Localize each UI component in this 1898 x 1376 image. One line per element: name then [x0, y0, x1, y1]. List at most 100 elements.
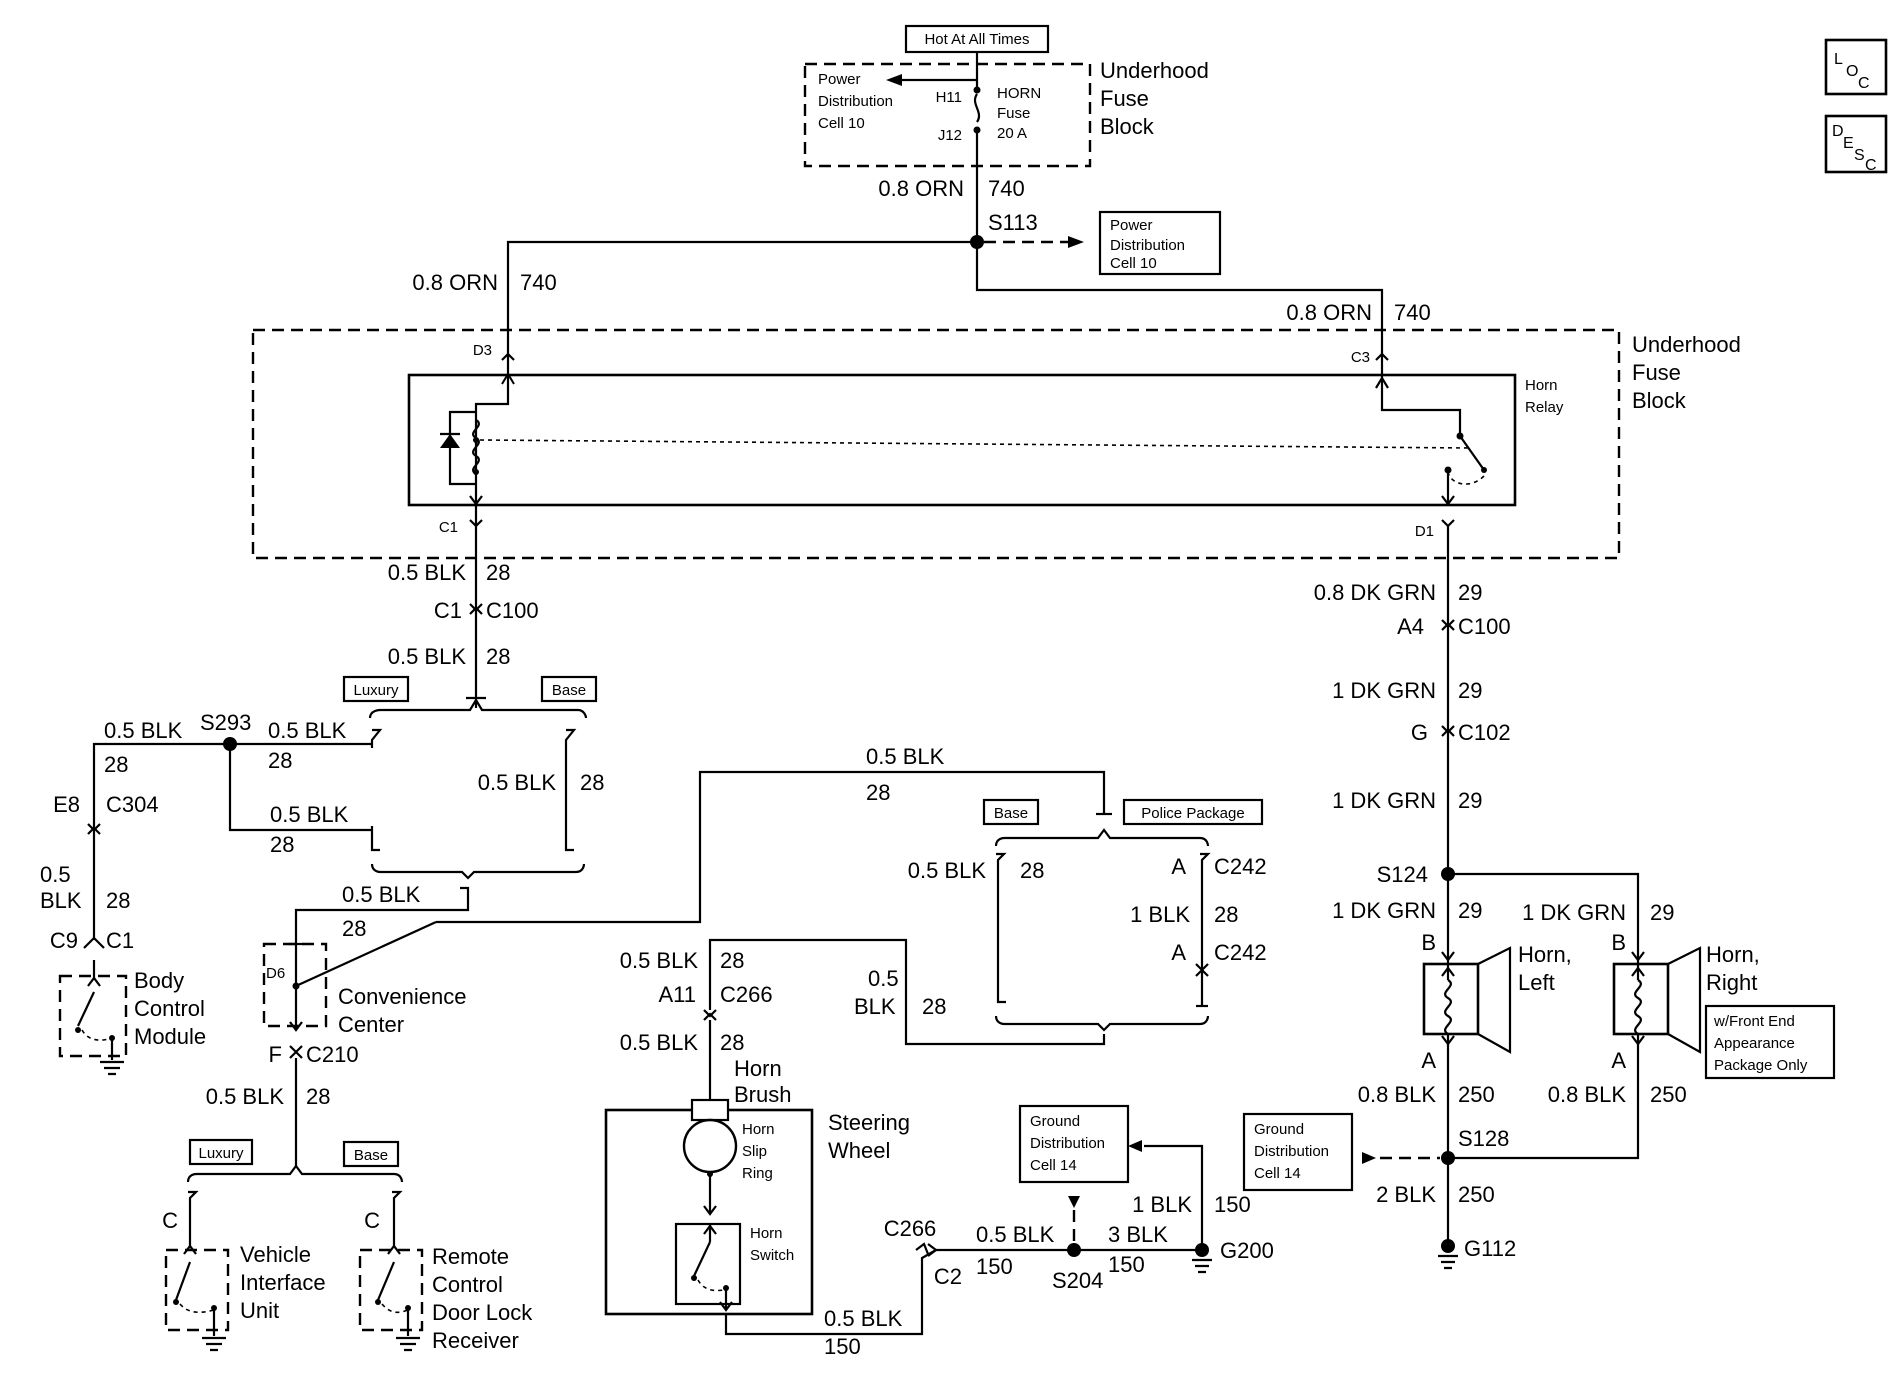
svg-text:C: C [1865, 157, 1877, 174]
wire-label-orn: 0.8 ORN [878, 176, 964, 201]
loc-button[interactable]: L O C [1824, 38, 1888, 96]
svg-text:Cell 10: Cell 10 [1110, 255, 1157, 272]
body-control-module: Body Control Module [58, 960, 206, 1076]
svg-text:250: 250 [1458, 1082, 1495, 1107]
svg-text:C242: C242 [1214, 940, 1267, 965]
svg-text:A: A [1171, 854, 1186, 879]
svg-text:28: 28 [720, 1030, 744, 1055]
svg-text:C1: C1 [434, 598, 462, 623]
svg-text:C2: C2 [934, 1264, 962, 1289]
convenience-center: D6 Convenience Center [262, 920, 466, 1037]
svg-text:C9: C9 [50, 928, 78, 953]
desc-button[interactable]: D E S C [1824, 114, 1888, 174]
svg-text:Ring: Ring [742, 1165, 773, 1182]
svg-text:C102: C102 [1458, 720, 1511, 745]
svg-text:Vehicle: Vehicle [240, 1242, 311, 1267]
svg-text:29: 29 [1458, 788, 1482, 813]
svg-text:S204: S204 [1052, 1268, 1103, 1293]
svg-text:1 DK GRN: 1 DK GRN [1522, 900, 1626, 925]
ground-g112 [1441, 1239, 1455, 1253]
svg-text:Police Package: Police Package [1141, 805, 1244, 822]
svg-text:150: 150 [976, 1254, 1013, 1279]
svg-text:Distribution: Distribution [818, 93, 893, 110]
base-tag-lower [342, 1140, 400, 1168]
svg-text:C266: C266 [720, 982, 773, 1007]
svg-text:740: 740 [988, 176, 1025, 201]
svg-text:Steering: Steering [828, 1110, 910, 1135]
svg-text:1 DK GRN: 1 DK GRN [1332, 898, 1436, 923]
svg-text:28: 28 [342, 916, 366, 941]
svg-text:Horn: Horn [742, 1121, 775, 1138]
svg-text:0.8 BLK: 0.8 BLK [1548, 1082, 1627, 1107]
svg-text:Unit: Unit [240, 1298, 279, 1323]
svg-text:0.5 BLK: 0.5 BLK [270, 802, 349, 827]
svg-text:29: 29 [1458, 580, 1482, 605]
svg-text:28: 28 [104, 752, 128, 777]
svg-text:HORN: HORN [997, 85, 1041, 102]
svg-text:0.5 BLK: 0.5 BLK [268, 718, 347, 743]
svg-text:28: 28 [580, 770, 604, 795]
svg-text:0.5 BLK: 0.5 BLK [976, 1222, 1055, 1247]
svg-text:Block: Block [1632, 388, 1687, 413]
svg-text:0.5 BLK: 0.5 BLK [620, 948, 699, 973]
svg-text:Base: Base [552, 682, 586, 699]
svg-text:H11: H11 [936, 89, 962, 106]
svg-text:0.5 BLK: 0.5 BLK [206, 1084, 285, 1109]
svg-text:D6: D6 [266, 965, 285, 982]
svg-text:C: C [162, 1208, 178, 1233]
svg-text:Switch: Switch [750, 1247, 794, 1264]
svg-text:28: 28 [866, 780, 890, 805]
svg-text:F: F [269, 1042, 282, 1067]
steering-wheel: Horn Slip Ring Horn Switch Steering Whee… [604, 1098, 910, 1316]
svg-text:0.5 BLK: 0.5 BLK [478, 770, 557, 795]
svg-text:Power: Power [1110, 217, 1153, 234]
svg-text:C242: C242 [1214, 854, 1267, 879]
svg-text:Brush: Brush [734, 1082, 791, 1107]
svg-text:A4: A4 [1397, 614, 1424, 639]
svg-text:w/Front End: w/Front End [1713, 1013, 1795, 1030]
svg-text:Control: Control [432, 1272, 503, 1297]
svg-text:28: 28 [106, 888, 130, 913]
relay-switch-icon [1459, 435, 1485, 471]
svg-text:BLK: BLK [40, 888, 82, 913]
svg-text:28: 28 [720, 948, 744, 973]
svg-text:C3: C3 [1351, 349, 1370, 366]
svg-text:A: A [1171, 940, 1186, 965]
svg-text:Horn,: Horn, [1518, 942, 1572, 967]
svg-text:Block: Block [1100, 114, 1155, 139]
horn-left-icon [1477, 946, 1512, 1054]
svg-text:C: C [1858, 75, 1870, 92]
svg-text:28: 28 [486, 644, 510, 669]
svg-text:C1: C1 [106, 928, 134, 953]
svg-text:0.5 BLK: 0.5 BLK [824, 1306, 903, 1331]
svg-text:C304: C304 [106, 792, 159, 817]
svg-text:1 DK GRN: 1 DK GRN [1332, 678, 1436, 703]
svg-text:C266: C266 [884, 1216, 937, 1241]
underhood-fuse-block-top: Hot At All Times Power Distribution Cell… [803, 24, 1209, 168]
svg-text:Cell 10: Cell 10 [818, 115, 865, 132]
svg-text:150: 150 [1108, 1252, 1145, 1277]
svg-text:28: 28 [1214, 902, 1238, 927]
svg-text:250: 250 [1458, 1182, 1495, 1207]
svg-text:Ground: Ground [1254, 1121, 1304, 1138]
svg-text:D: D [1832, 123, 1844, 140]
svg-text:Fuse: Fuse [997, 105, 1030, 122]
svg-text:150: 150 [1214, 1192, 1251, 1217]
rcdlr-switch-icon [376, 1261, 396, 1301]
svg-text:Door Lock: Door Lock [432, 1300, 533, 1325]
luxury-tag-lower [188, 1138, 254, 1166]
base-tag-center [982, 798, 1040, 826]
svg-text:0.8 BLK: 0.8 BLK [1358, 1082, 1437, 1107]
svg-text:Distribution: Distribution [1030, 1135, 1105, 1152]
svg-text:29: 29 [1650, 900, 1674, 925]
svg-text:L: L [1834, 51, 1843, 68]
horn-relay-box [407, 373, 1517, 507]
svg-text:Module: Module [134, 1024, 206, 1049]
svg-text:Slip: Slip [742, 1143, 767, 1160]
svg-text:Distribution: Distribution [1254, 1143, 1329, 1160]
svg-text:Horn: Horn [1525, 377, 1558, 394]
svg-text:Distribution: Distribution [1110, 237, 1185, 254]
diode-icon [440, 434, 460, 448]
svg-text:S124: S124 [1377, 862, 1428, 887]
